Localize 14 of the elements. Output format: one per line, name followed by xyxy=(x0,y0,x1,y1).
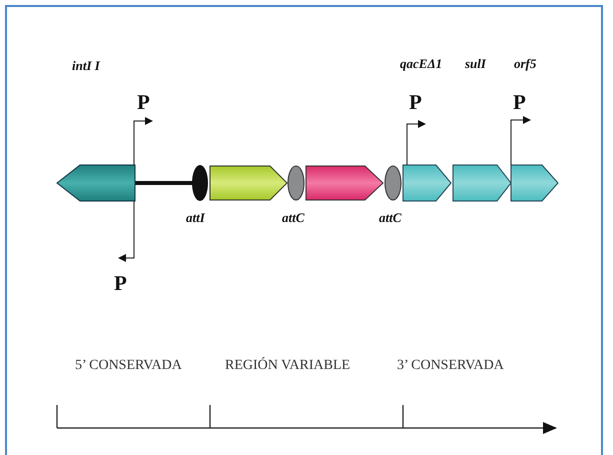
region-label: 5’ CONSERVADA xyxy=(75,359,182,373)
promoter-label: P xyxy=(409,92,422,113)
gene-label: orf5 xyxy=(514,57,536,70)
site-label: attC xyxy=(379,211,402,224)
region-label: 3’ CONSERVADA xyxy=(397,359,504,373)
gene-label: qacEΔ1 xyxy=(400,57,442,70)
promoter-label: P xyxy=(513,92,526,113)
promoter-label: P xyxy=(114,273,127,294)
gene-label: intI I xyxy=(72,59,100,72)
site-label: attI xyxy=(186,211,205,224)
gene-label: sulI xyxy=(465,57,486,70)
region-label: REGIÓN VARIABLE xyxy=(225,359,350,373)
promoter-label: P xyxy=(137,92,150,113)
site-label: attC xyxy=(282,211,304,224)
